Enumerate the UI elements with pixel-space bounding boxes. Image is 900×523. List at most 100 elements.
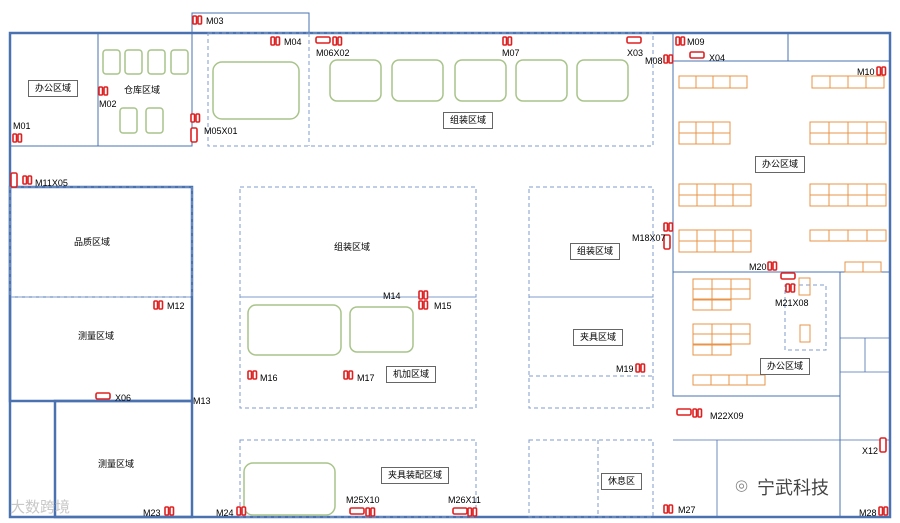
- office-desk: [711, 278, 732, 290]
- office-desk: [829, 75, 849, 89]
- office-desk: [692, 344, 713, 356]
- office-desk: [714, 183, 734, 196]
- office-desk: [695, 75, 714, 89]
- door-marker: [668, 222, 674, 232]
- wechat-icon: ◎: [735, 477, 749, 494]
- door-marker: [95, 392, 111, 400]
- office-desk: [729, 75, 748, 89]
- office-desk: [711, 323, 732, 335]
- door-marker: [467, 507, 473, 517]
- office-desk: [809, 194, 830, 207]
- office-desk: [692, 299, 713, 311]
- office-desk: [692, 323, 713, 335]
- door-marker: [663, 54, 669, 64]
- office-desk: [844, 261, 864, 273]
- door-marker: [169, 506, 175, 516]
- marker-M14: M14: [383, 291, 401, 301]
- zone-fixture: 夹具区域: [573, 329, 624, 346]
- office-desk: [712, 132, 731, 145]
- office-desk: [696, 229, 716, 242]
- office-desk: [711, 299, 732, 311]
- office-desk: [730, 278, 751, 290]
- office-desk: [696, 240, 716, 253]
- office-desk: [865, 75, 885, 89]
- door-marker: [252, 370, 258, 380]
- office-desk: [847, 121, 868, 134]
- office-desk: [866, 194, 887, 207]
- door-marker: [337, 36, 343, 46]
- door-marker: [22, 175, 28, 185]
- marker-M18X07: M18X07: [632, 233, 666, 243]
- marker-M13: M13: [193, 396, 211, 406]
- office-desk: [711, 288, 732, 300]
- watermark-right: 宁武科技: [757, 478, 829, 498]
- assembly-top-zone: [207, 32, 654, 147]
- zone-assembly-mid: 组装区域: [334, 242, 371, 252]
- office-block: [9, 32, 193, 147]
- assembly-right-zone: [528, 186, 654, 298]
- rack: [102, 49, 121, 75]
- door-marker: [190, 127, 198, 143]
- office-desk: [828, 132, 849, 145]
- office-desk: [732, 229, 752, 242]
- marker-M05X01: M05X01: [204, 126, 238, 136]
- bench: [454, 59, 507, 102]
- door-marker: [192, 15, 198, 25]
- office-desk: [714, 194, 734, 207]
- office-desk: [809, 229, 830, 242]
- rest-zone: [528, 439, 654, 518]
- door-marker: [635, 363, 641, 373]
- door-marker: [663, 222, 669, 232]
- marker-M07: M07: [502, 48, 520, 58]
- door-marker: [680, 36, 686, 46]
- marker-M28: M28: [859, 508, 877, 518]
- door-marker: [663, 234, 671, 250]
- office-desk: [866, 229, 887, 242]
- zone-measure-2: 测量区域: [98, 459, 135, 469]
- door-marker: [241, 506, 247, 516]
- door-marker: [164, 506, 170, 516]
- office-desk: [678, 194, 698, 207]
- door-marker: [626, 36, 642, 44]
- door-marker: [190, 113, 196, 123]
- door-marker: [153, 300, 159, 310]
- office-desk: [746, 374, 766, 386]
- door-marker: [640, 363, 646, 373]
- zone-assembly-top: 组装区域: [443, 112, 494, 129]
- bench: [391, 59, 444, 102]
- office-desk: [678, 229, 698, 242]
- office-desk: [692, 288, 713, 300]
- door-marker: [370, 507, 376, 517]
- marker-M17: M17: [357, 373, 375, 383]
- office-desk: [828, 194, 849, 207]
- door-marker: [270, 36, 276, 46]
- office-desk: [811, 75, 831, 89]
- door-marker: [348, 370, 354, 380]
- door-marker: [103, 86, 109, 96]
- door-marker: [195, 113, 201, 123]
- office-desk: [799, 324, 811, 343]
- office-desk: [692, 374, 712, 386]
- bench: [515, 59, 568, 102]
- door-marker: [675, 36, 681, 46]
- zone-measure-1: 测量区域: [78, 331, 115, 341]
- office-desk: [714, 229, 734, 242]
- zone-office-1: 办公区域: [28, 80, 79, 97]
- office-desk: [678, 132, 697, 145]
- office-desk: [847, 75, 867, 89]
- office-desk: [847, 132, 868, 145]
- office-desk: [696, 194, 716, 207]
- marker-M10: M10: [857, 67, 875, 77]
- zone-machining: 机加区域: [386, 366, 437, 383]
- office-desk: [847, 183, 868, 196]
- office-desk: [828, 229, 849, 242]
- office-desk: [798, 277, 811, 296]
- door-marker: [197, 15, 203, 25]
- door-marker: [236, 506, 242, 516]
- door-marker: [697, 408, 703, 418]
- door-marker: [767, 261, 773, 271]
- door-marker: [27, 175, 33, 185]
- office-desk: [714, 240, 734, 253]
- door-marker: [790, 283, 796, 293]
- rack: [119, 107, 138, 134]
